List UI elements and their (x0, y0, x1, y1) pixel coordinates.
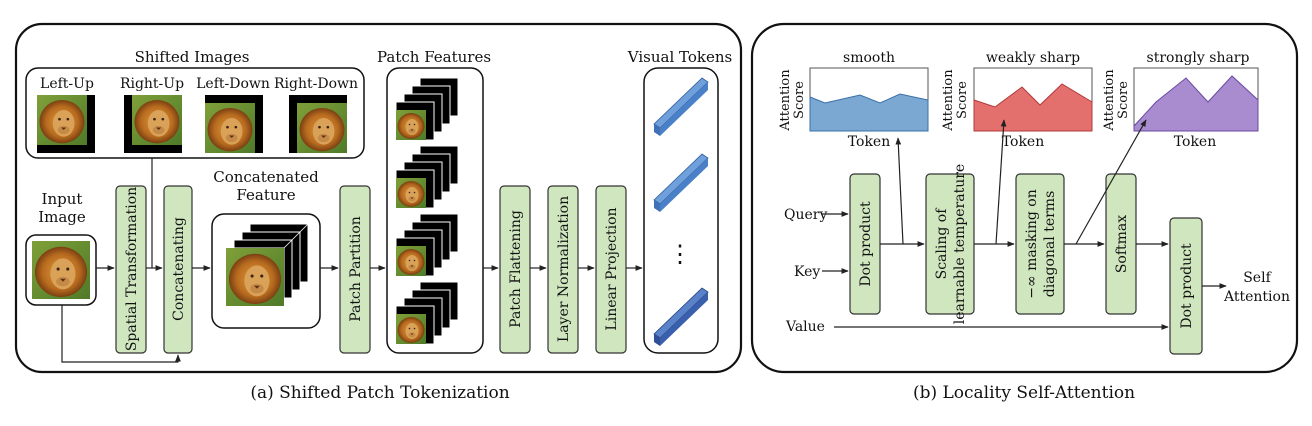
shifted-image-right-up (124, 95, 182, 153)
visual-tokens-frame (643, 67, 719, 354)
spt-caption: (a) Shifted Patch Tokenization (250, 383, 509, 403)
patch-features-frame (386, 67, 484, 354)
patch-partition-block (339, 185, 371, 354)
input-image (32, 241, 90, 299)
chart-weakly-sharp: weakly sharp Attention Score Token (941, 50, 1093, 150)
chart-ylabel-2: Score (792, 81, 807, 119)
shift-label-right-up: Right-Up (120, 76, 184, 92)
feature-label: Feature (236, 186, 295, 204)
chart-title: weakly sharp (986, 50, 1080, 66)
lion-image-icon (297, 103, 347, 153)
chart-xlabel: Token (848, 134, 890, 150)
token-ellipsis: ⋮ (668, 240, 692, 268)
concatenated-feature-frame (211, 213, 321, 329)
attention-area (1133, 75, 1259, 132)
concatenating-label: Concatenating (171, 217, 187, 321)
patch-flattening-label: Patch Flattening (508, 210, 524, 328)
token-bar-icon (653, 153, 709, 212)
softmax-label: Softmax (1114, 215, 1130, 273)
chart-xlabel: Token (1002, 134, 1044, 150)
patch-flattening-block (499, 185, 531, 354)
shifted-images-box (25, 67, 365, 159)
chart-ylabel-1: Attention (778, 69, 793, 132)
patch-feature-stack-4 (395, 281, 459, 345)
attention-area (809, 93, 929, 132)
visual-tokens-title: Visual Tokens (627, 48, 732, 66)
spt-arrows (61, 158, 643, 363)
lion-image-icon (205, 103, 255, 153)
chart-ylabel-2: Score (1116, 81, 1131, 119)
lion-image-icon (37, 95, 87, 145)
chart-ylabel-2: Score (955, 81, 970, 119)
shift-label-left-up: Left-Up (40, 76, 94, 92)
attention-area (973, 83, 1093, 132)
patch-features-title: Patch Features (377, 48, 491, 66)
chart-strongly-sharp: strongly sharp Attention Score Token (1102, 50, 1259, 150)
chart-title: smooth (843, 50, 895, 66)
key-label: Key (794, 264, 820, 280)
lsa-arrows (822, 119, 1227, 330)
linear-projection-block (595, 185, 627, 354)
scaling-label-1: Scaling of (934, 207, 950, 280)
shifted-image-right-down (289, 95, 347, 153)
chart-ylabel-1: Attention (1102, 69, 1117, 132)
chart-smooth: smooth Attention Score Token (778, 50, 929, 150)
query-label: Query (784, 207, 827, 223)
value-label: Value (785, 319, 825, 335)
patch-feature-stack-1 (395, 77, 459, 141)
masking-label-2: diagonal terms (1042, 191, 1058, 298)
shift-label-right-down: Right-Down (274, 76, 358, 92)
dot-product-2-label: Dot product (1179, 243, 1195, 329)
image-label: Image (38, 208, 86, 226)
dot-product-label: Dot product (858, 201, 874, 287)
lsa-panel (750, 22, 1299, 374)
linear-projection-label: Linear Projection (604, 207, 620, 330)
concatenating-block (163, 185, 193, 354)
input-label: Input (42, 190, 83, 208)
layer-normalization-block (547, 185, 579, 354)
lsa-caption: (b) Locality Self-Attention (913, 383, 1135, 403)
chart-ylabel-1: Attention (941, 69, 956, 132)
feature-stack-icon (225, 223, 309, 307)
spt-panel (14, 22, 743, 374)
input-image-frame (25, 234, 97, 306)
spatial-transformation-block (115, 185, 147, 354)
shifted-image-left-up (37, 95, 95, 153)
lion-image-icon (132, 95, 182, 145)
chart-title: strongly sharp (1147, 50, 1250, 66)
patch-feature-stack-2 (395, 145, 459, 209)
patch-feature-stack-3 (395, 213, 459, 277)
chart-xlabel: Token (1174, 134, 1216, 150)
layer-normalization-label: Layer Normalization (556, 196, 572, 342)
patch-partition-label: Patch Partition (348, 216, 364, 322)
token-bar-icon (653, 287, 709, 346)
shifted-image-left-down (205, 95, 263, 153)
scaling-label-2: learnable temperature (952, 164, 968, 324)
shift-label-left-down: Left-Down (196, 76, 270, 92)
token-bar-icon (653, 77, 709, 136)
shifted-images-title: Shifted Images (135, 48, 250, 66)
concatenated-label: Concatenated (213, 168, 319, 186)
self-label: Self (1243, 270, 1272, 286)
spatial-transformation-label: Spatial Transformation (124, 187, 140, 351)
masking-label-1: −∞ masking on (1024, 189, 1040, 298)
attention-label: Attention (1223, 289, 1290, 305)
